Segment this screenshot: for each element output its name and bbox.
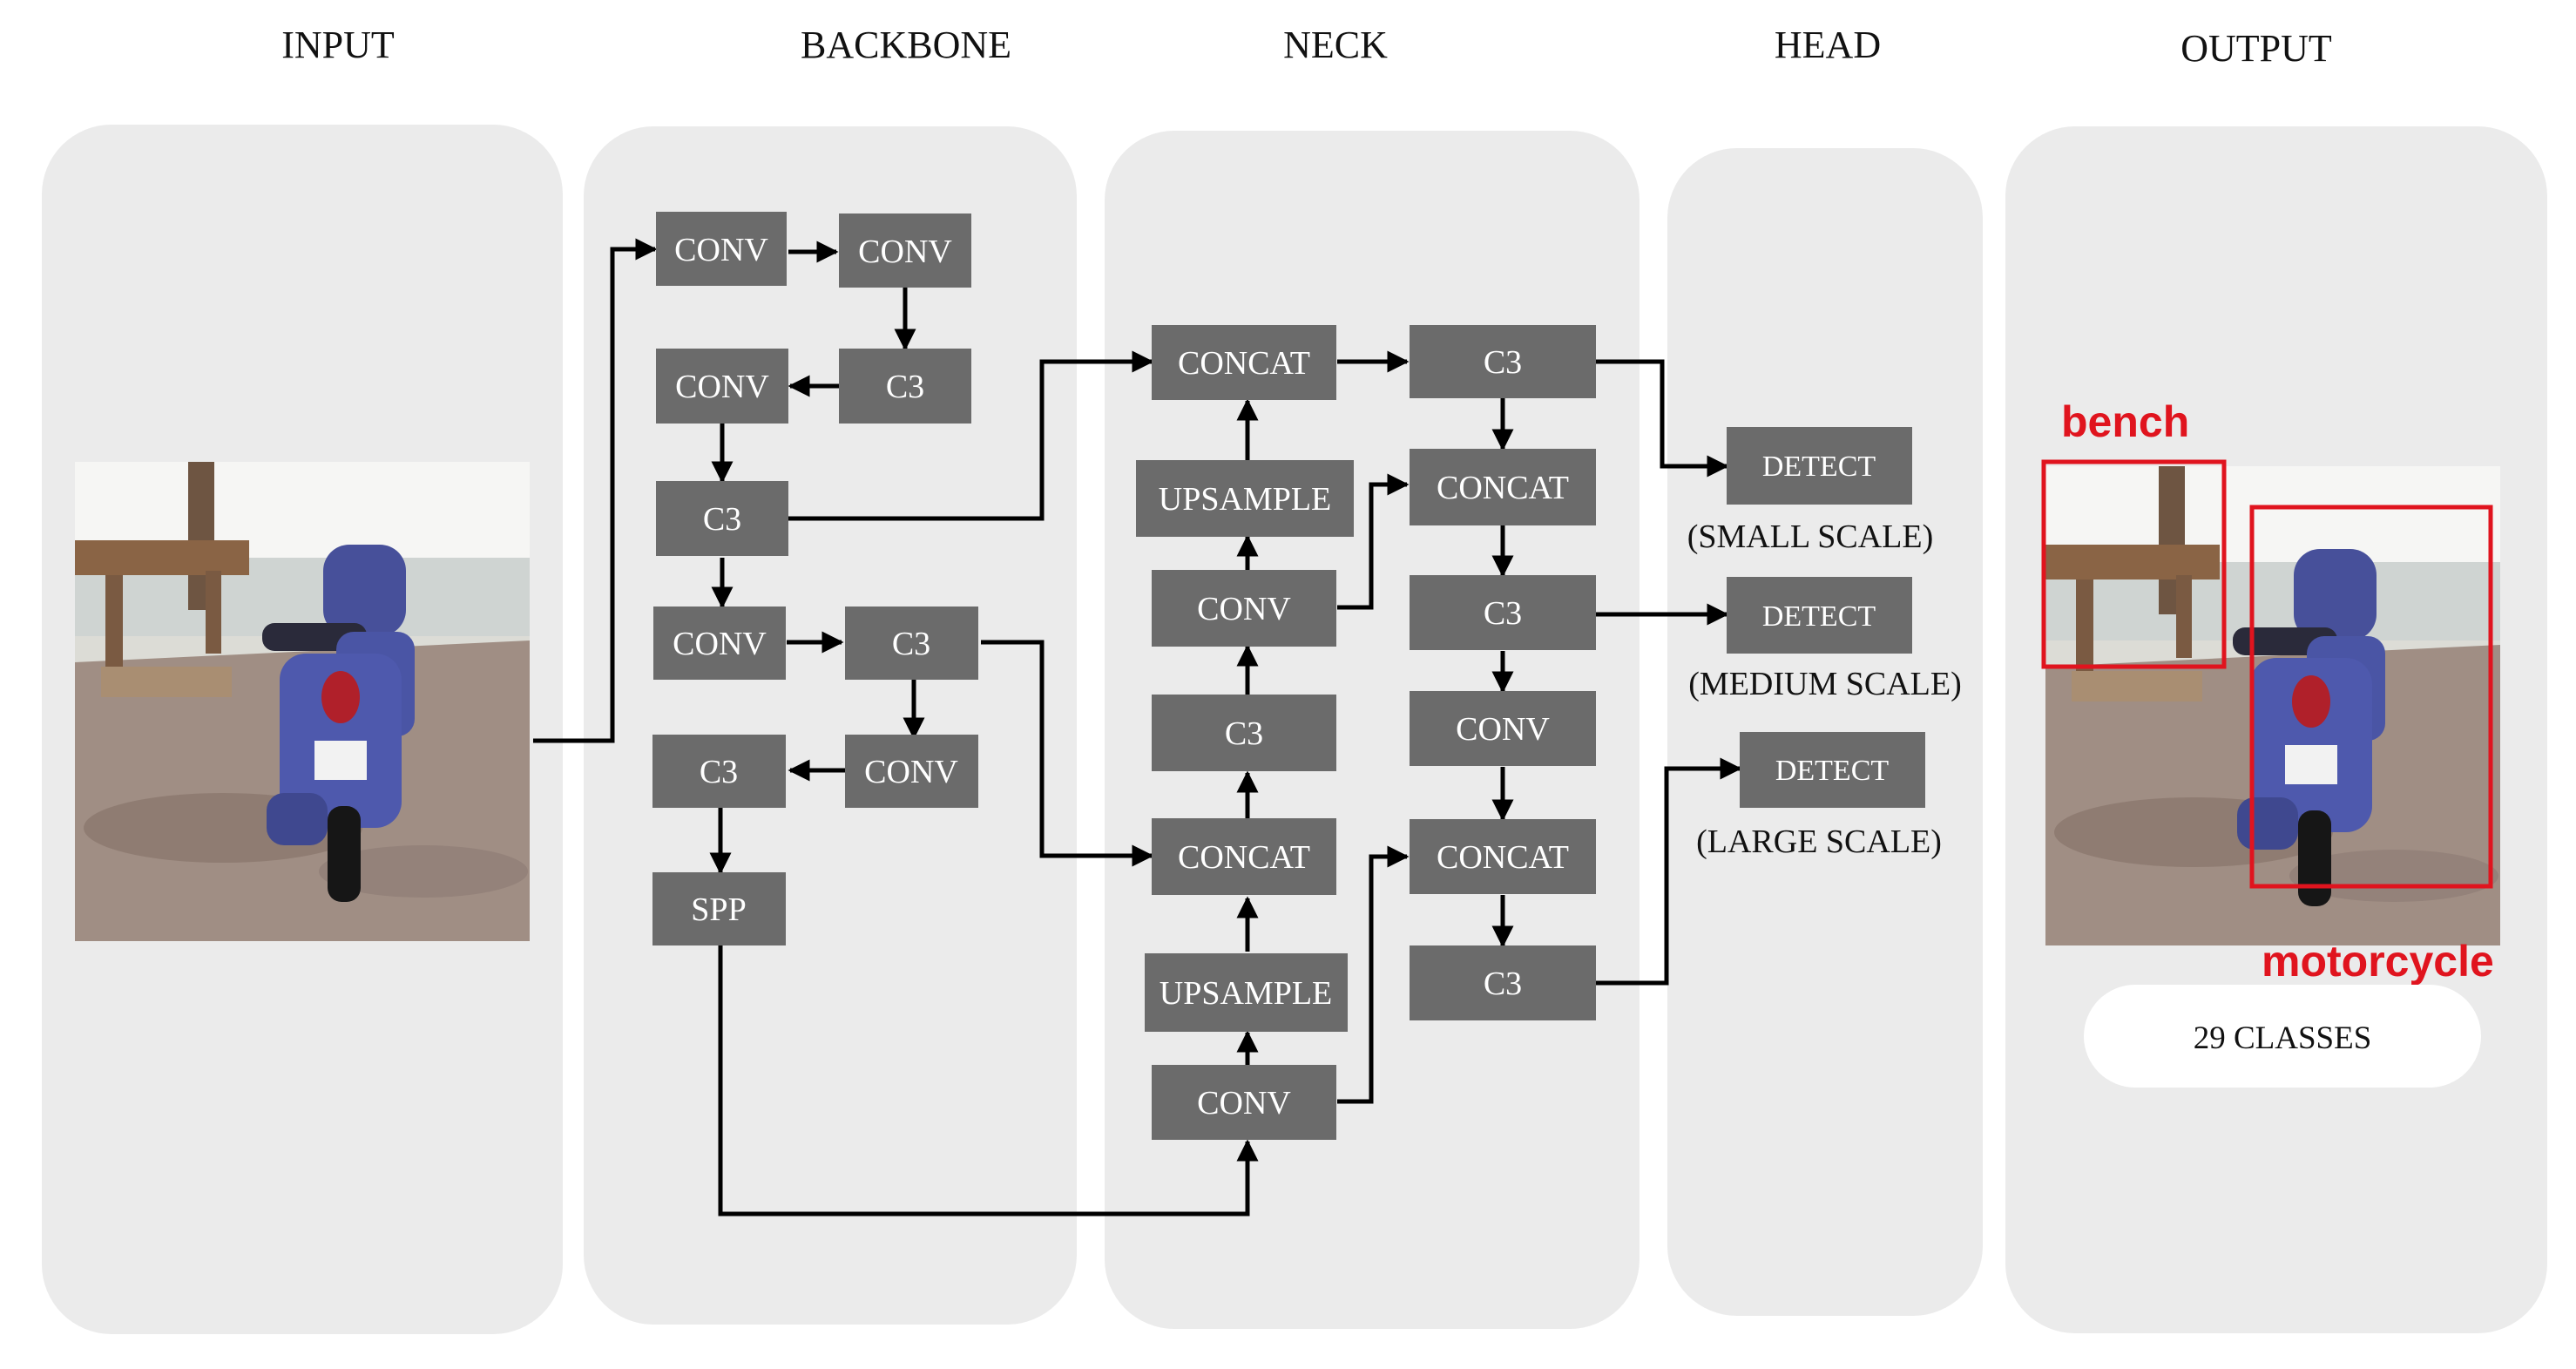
neck-concat-3 bbox=[1410, 449, 1596, 525]
backbone-blocks: CONV CONV C3 CONV C3 CONV C3 CONV C3 SPP bbox=[652, 212, 978, 945]
neck-concat-1 bbox=[1152, 325, 1336, 400]
svg-text:CONV: CONV bbox=[1197, 591, 1291, 627]
svg-text:C3: C3 bbox=[892, 626, 930, 662]
neck-c3-c bbox=[1410, 945, 1596, 1020]
arrow-spp-to-conv bbox=[718, 945, 1259, 1217]
input-image bbox=[75, 462, 530, 941]
svg-text:CONV: CONV bbox=[1456, 711, 1550, 748]
detect-small bbox=[1727, 427, 1912, 505]
neck-concat-2 bbox=[1152, 818, 1336, 895]
svg-text:CONV: CONV bbox=[1197, 1085, 1291, 1122]
backbone-spp bbox=[652, 872, 786, 945]
svg-text:DETECT: DETECT bbox=[1762, 600, 1876, 633]
backbone-conv-3 bbox=[656, 349, 788, 424]
output-image bbox=[2045, 466, 2500, 945]
connection-arrows bbox=[533, 238, 1742, 1217]
svg-text:C3: C3 bbox=[886, 369, 924, 405]
svg-text:CONCAT: CONCAT bbox=[1178, 345, 1310, 382]
svg-text:DETECT: DETECT bbox=[1775, 755, 1890, 787]
neck-conv-2 bbox=[1152, 1065, 1336, 1140]
class-count-label: 29 CLASSES bbox=[2194, 1020, 2372, 1056]
output-title: OUTPUT bbox=[2180, 27, 2332, 70]
motorcycle-bounding-box bbox=[2249, 505, 2493, 889]
neck-blocks: CONCAT UPSAMPLE CONV C3 CONCAT UPSAMPLE … bbox=[1136, 325, 1596, 1140]
arrow-c3-detect-large bbox=[1596, 757, 1742, 986]
svg-text:CONV: CONV bbox=[675, 369, 769, 405]
svg-text:UPSAMPLE: UPSAMPLE bbox=[1160, 975, 1333, 1012]
svg-text:CONV: CONV bbox=[858, 234, 952, 270]
bench-bounding-box bbox=[2041, 459, 2227, 669]
neck-c3-b bbox=[1410, 575, 1596, 650]
backbone-panel bbox=[584, 126, 1077, 1325]
backbone-conv-2 bbox=[839, 213, 971, 288]
arrow-c3-detect-small bbox=[1596, 359, 1729, 478]
head-blocks: DETECT (SMALL SCALE) DETECT (MEDIUM SCAL… bbox=[1687, 427, 1962, 860]
svg-text:CONV: CONV bbox=[673, 626, 767, 662]
scale-small-label: (SMALL SCALE) bbox=[1687, 518, 1934, 555]
backbone-c3-4 bbox=[652, 735, 786, 808]
neck-title: NECK bbox=[1283, 24, 1388, 66]
backbone-title: BACKBONE bbox=[801, 24, 1011, 66]
backbone-conv-5 bbox=[845, 735, 978, 808]
svg-text:C3: C3 bbox=[1225, 715, 1263, 752]
backbone-c3-3 bbox=[845, 607, 978, 680]
svg-text:CONCAT: CONCAT bbox=[1178, 839, 1310, 876]
neck-concat-4 bbox=[1410, 819, 1596, 894]
neck-upsample-1 bbox=[1136, 460, 1354, 537]
backbone-conv-4 bbox=[653, 607, 786, 680]
svg-text:C3: C3 bbox=[700, 754, 738, 790]
svg-text:CONCAT: CONCAT bbox=[1437, 839, 1569, 876]
detect-large bbox=[1740, 732, 1925, 808]
class-count-pill bbox=[2084, 985, 2481, 1088]
svg-text:SPP: SPP bbox=[691, 891, 746, 928]
neck-upsample-2 bbox=[1145, 953, 1348, 1032]
svg-text:DETECT: DETECT bbox=[1762, 451, 1876, 483]
arrow-conv-to-concat-r1 bbox=[1337, 473, 1410, 610]
arrow-c3-to-concat-top bbox=[788, 350, 1154, 521]
backbone-conv-1 bbox=[656, 212, 787, 286]
neck-c3-mid bbox=[1152, 695, 1336, 771]
motorcycle-label: motorcycle bbox=[2262, 937, 2494, 986]
neck-conv-3 bbox=[1410, 691, 1596, 766]
backbone-c3-2 bbox=[656, 481, 788, 556]
detect-medium bbox=[1727, 577, 1912, 654]
svg-text:CONV: CONV bbox=[864, 754, 958, 790]
backbone-c3-1 bbox=[839, 349, 971, 424]
scale-medium-label: (MEDIUM SCALE) bbox=[1688, 666, 1961, 702]
svg-text:CONCAT: CONCAT bbox=[1437, 470, 1569, 506]
svg-text:C3: C3 bbox=[1484, 966, 1522, 1002]
svg-text:C3: C3 bbox=[1484, 344, 1522, 381]
svg-text:CONV: CONV bbox=[674, 232, 768, 268]
svg-text:UPSAMPLE: UPSAMPLE bbox=[1159, 481, 1332, 518]
bench-label: bench bbox=[2061, 397, 2189, 446]
head-title: HEAD bbox=[1775, 24, 1881, 66]
arrow-input-to-conv bbox=[533, 238, 658, 743]
input-title: INPUT bbox=[281, 24, 395, 66]
arrow-c3-to-concat-low bbox=[981, 640, 1154, 867]
scale-large-label: (LARGE SCALE) bbox=[1696, 823, 1942, 860]
svg-text:C3: C3 bbox=[703, 501, 741, 538]
svg-text:C3: C3 bbox=[1484, 595, 1522, 632]
neck-conv-1 bbox=[1152, 570, 1336, 647]
arrow-conv-to-concat-r2 bbox=[1337, 845, 1410, 1104]
neck-c3-a bbox=[1410, 325, 1596, 398]
